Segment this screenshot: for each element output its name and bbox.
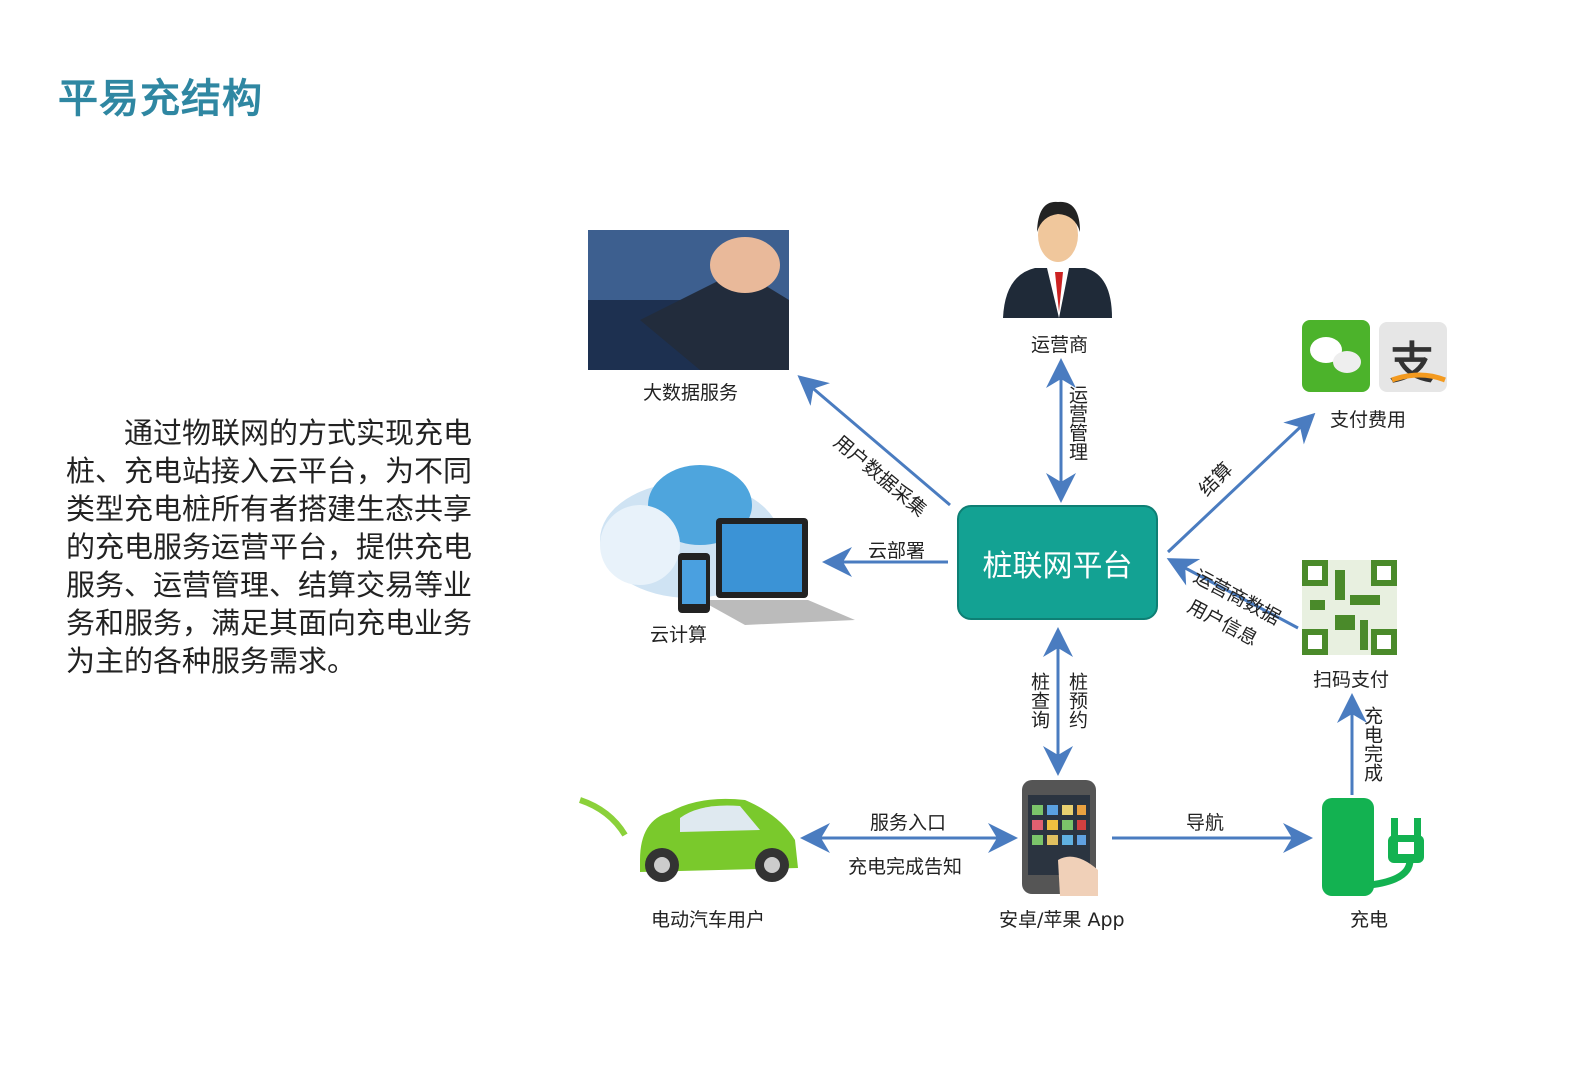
arrow-bigdata xyxy=(797,375,951,507)
electric-car-image xyxy=(579,797,798,882)
wechat-pay-icon xyxy=(1302,320,1370,392)
cloud-computing-image xyxy=(600,465,855,625)
smartphone-image xyxy=(1022,780,1098,896)
car-label: 电动汽车用户 xyxy=(651,909,766,931)
charge-label: 充电 xyxy=(1350,909,1389,931)
edge-label-deploy: 云部署 xyxy=(868,540,926,562)
alipay-icon: 支 xyxy=(1379,322,1447,392)
qr-code-image xyxy=(1302,560,1397,655)
bigdata-label: 大数据服务 xyxy=(643,382,739,404)
edge-label-charge-notice: 充电完成告知 xyxy=(848,856,963,878)
edge-label-service-entry: 服务入口 xyxy=(870,812,947,834)
page-title: 平易充结构 xyxy=(58,76,263,122)
payment-label: 支付费用 xyxy=(1330,409,1407,431)
bigdata-image xyxy=(588,230,789,370)
edge-label-pile-query: 桩查询 xyxy=(1028,672,1050,729)
platform-node: 桩联网平台 xyxy=(957,505,1158,620)
charger-icon xyxy=(1322,798,1424,896)
edge-label-pile-reserve: 桩预约 xyxy=(1066,672,1088,729)
edge-label-ops-mgmt: 运营管理 xyxy=(1066,385,1088,461)
svg-text:支: 支 xyxy=(1390,338,1434,389)
description-text: 通过物联网的方式实现充电桩、充电站接入云平台，为不同类型充电桩所有者搭建生态共享… xyxy=(66,416,473,678)
cloud-label: 云计算 xyxy=(650,624,708,646)
operator-label: 运营商 xyxy=(1031,334,1089,356)
edge-label-navigation: 导航 xyxy=(1186,812,1225,834)
operator-icon xyxy=(1003,201,1112,318)
arrow-payment xyxy=(1166,412,1316,554)
edge-label-charge-done: 充电完成 xyxy=(1361,706,1383,782)
arrow-qr xyxy=(1166,558,1299,630)
qr-label: 扫码支付 xyxy=(1313,669,1390,691)
app-label: 安卓/苹果 App xyxy=(999,909,1125,931)
